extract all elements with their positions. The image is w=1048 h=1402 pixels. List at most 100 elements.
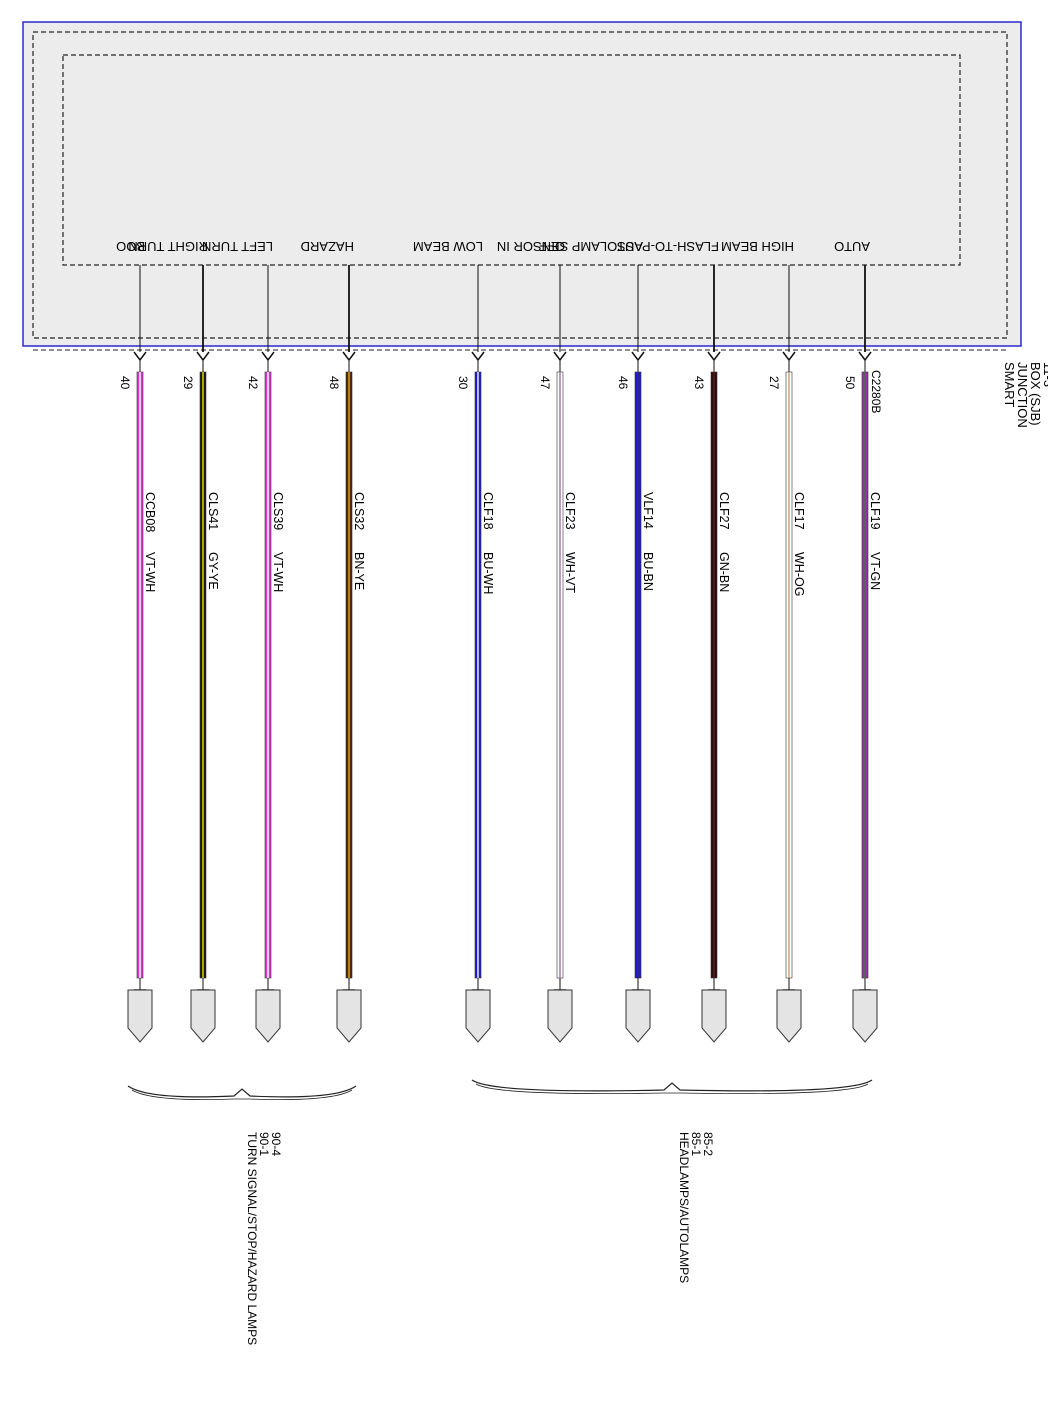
pin-number: 48 xyxy=(327,376,341,390)
circuit-id: CLF18 xyxy=(481,492,495,530)
connector-arrow xyxy=(133,351,147,362)
brace-headlamps-inner xyxy=(475,1083,869,1094)
wire-color-code: BU-BN xyxy=(641,552,655,591)
pin-number: 29 xyxy=(181,376,195,390)
function-label: FLASH-TO-PASS xyxy=(617,239,719,254)
function-label: HAZARD xyxy=(301,239,354,254)
module-dashed-inner xyxy=(62,54,961,266)
terminal-connector xyxy=(701,989,727,1043)
pin-number: 40 xyxy=(118,376,132,390)
circuit-id: CLF23 xyxy=(563,492,577,530)
wire-stripe xyxy=(202,372,204,978)
connector-arrow xyxy=(342,351,356,362)
circuit-id: CCB08 xyxy=(143,492,157,532)
wire-color-code: VT-WH xyxy=(271,552,285,592)
terminal-connector xyxy=(127,989,153,1043)
pin-number: 50 xyxy=(843,376,857,390)
function-label: LEFT TURN xyxy=(202,239,273,254)
destination-ref: 90-4 xyxy=(269,1132,283,1156)
module-label-line: 11-3 xyxy=(1041,362,1048,387)
wire-color-code: GY-YE xyxy=(206,552,220,590)
terminal-connector xyxy=(465,989,491,1043)
wire-stripe xyxy=(348,372,350,978)
wire-color-code: VT-WH xyxy=(143,552,157,592)
module-label: SMART JUNCTION BOX (SJB) 11-3 151-8 xyxy=(1002,362,1048,431)
brace-turn-signal xyxy=(127,1085,357,1098)
function-label: LOW BEAM xyxy=(413,239,483,254)
wire-color-code: GN-BN xyxy=(717,552,731,592)
module-label-line: SMART xyxy=(1002,362,1017,407)
destination-group: TURN SIGNAL/STOP/HAZARD LAMPS90-190-4 HEA… xyxy=(127,1079,873,1345)
destination-label: HEADLAMPS/AUTOLAMPS85-185-2 xyxy=(677,1132,715,1283)
connector-arrow xyxy=(553,351,567,362)
circuit-id: CLS32 xyxy=(352,492,366,530)
function-label: RIGHT TURN xyxy=(128,239,208,254)
wire-color-code: WH-VT xyxy=(563,552,577,593)
wire-color-code: VT-GN xyxy=(868,552,882,590)
connector-arrow xyxy=(196,351,210,362)
wire-stripe xyxy=(637,372,639,978)
connector-arrow xyxy=(261,351,275,362)
terminal-connector xyxy=(336,989,362,1043)
circuit-id: CLF17 xyxy=(792,492,806,530)
wire-color-code: BN-YE xyxy=(352,552,366,590)
module-label-line: JUNCTION xyxy=(1015,362,1030,428)
circuit-id: VLF14 xyxy=(641,492,655,529)
terminal-connector xyxy=(255,989,281,1043)
destination-ref: 90-1 xyxy=(257,1132,271,1156)
destination-ref: 85-2 xyxy=(701,1132,715,1156)
pin-number: 43 xyxy=(692,376,706,390)
connector-arrow xyxy=(858,351,872,362)
pin-number: 27 xyxy=(767,376,781,390)
function-label: HIGH BEAM xyxy=(721,239,794,254)
wire-stripe xyxy=(788,372,790,978)
circuit-id: CLS41 xyxy=(206,492,220,530)
wire-stripe xyxy=(477,372,479,978)
wire-color-code: WH-OG xyxy=(792,552,806,596)
terminal-connector xyxy=(852,989,878,1043)
circuit-id: CLS39 xyxy=(271,492,285,530)
connector-arrow xyxy=(782,351,796,362)
module-outer-box xyxy=(22,21,1022,347)
connector-arrow xyxy=(631,351,645,362)
function-label: AUTOLAMP SENSOR IN xyxy=(497,239,643,254)
destination-title: HEADLAMPS/AUTOLAMPS xyxy=(677,1132,691,1283)
brace-turn-signal-inner xyxy=(131,1089,353,1100)
pin-number: 42 xyxy=(246,376,260,390)
module-label-line: BOX (SJB) xyxy=(1028,362,1043,426)
terminal-connector xyxy=(190,989,216,1043)
terminal-connector xyxy=(625,989,651,1043)
connector-arrow xyxy=(707,351,721,362)
pin-number: 47 xyxy=(538,376,552,390)
brace-headlamps xyxy=(471,1079,873,1092)
function-label: AUTO xyxy=(834,239,870,254)
wire-stripe xyxy=(713,372,715,978)
connector-arrow xyxy=(471,351,485,362)
wire-stripe xyxy=(559,372,561,978)
pin-number: 30 xyxy=(456,376,470,390)
destination-label: TURN SIGNAL/STOP/HAZARD LAMPS90-190-4 xyxy=(245,1132,283,1345)
destination-ref: 85-1 xyxy=(689,1132,703,1156)
wire-stripe xyxy=(267,372,269,978)
wire-color-code: BU-WH xyxy=(481,552,495,594)
wire-stripe xyxy=(864,372,866,978)
terminal-connector xyxy=(776,989,802,1043)
smart-junction-box xyxy=(22,21,1022,351)
function-label: OFF xyxy=(539,239,565,254)
destination-title: TURN SIGNAL/STOP/HAZARD LAMPS xyxy=(245,1132,259,1345)
pin-number: 46 xyxy=(616,376,630,390)
connector-id: C2280B xyxy=(869,370,883,413)
function-label: BOO xyxy=(116,239,145,254)
circuit-id: CLF19 xyxy=(868,492,882,530)
